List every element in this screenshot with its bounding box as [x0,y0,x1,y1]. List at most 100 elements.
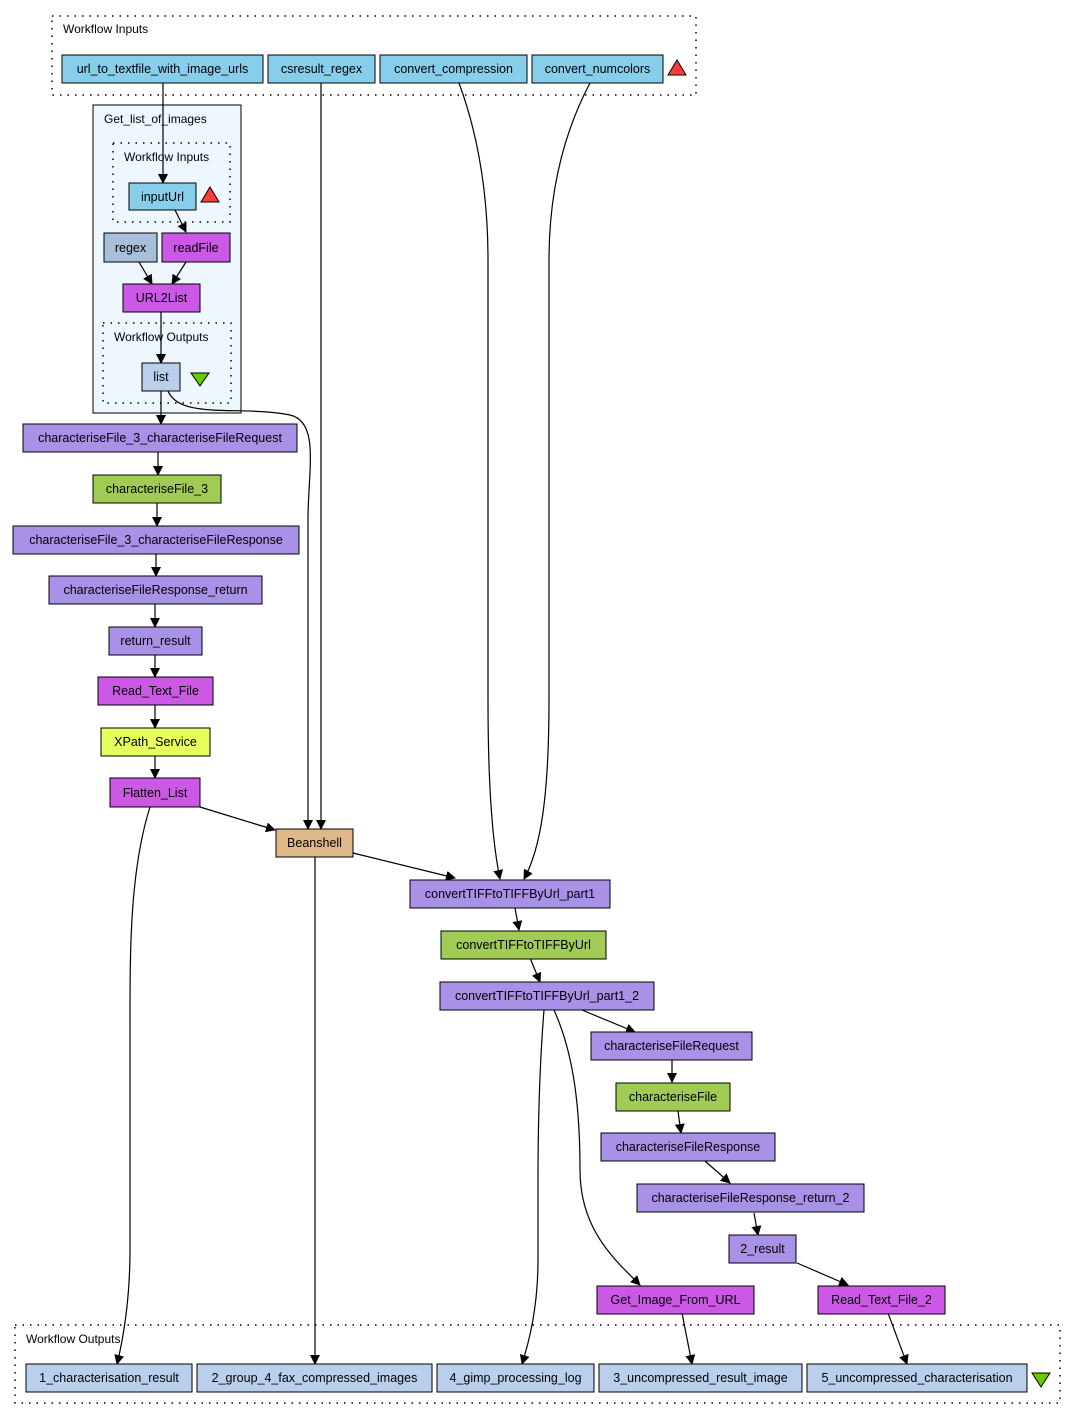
node-label: 1_characterisation_result [39,1371,179,1385]
node-label: list [153,370,169,384]
edge-readfile-to-url2list [171,261,187,285]
node-cf3[interactable]: characteriseFile_3 [92,474,222,504]
node-label: characteriseFileResponse [616,1140,761,1154]
node-out-1-characterisation-result[interactable]: 1_characterisation_result [25,1363,193,1393]
node-label: 2_result [740,1242,785,1256]
node-xpath-service[interactable]: XPath_Service [100,727,211,757]
node-convert-part1[interactable]: convertTIFFtoTIFFByUrl_part1 [409,879,611,909]
edge-inputurl-to-readfile [174,209,187,233]
nested-output-marker-triangle-icon [190,372,210,387]
edge-2result-to-readtextfile2 [796,1262,849,1287]
node-label: characteriseFile_3_characteriseFileRespo… [29,533,283,547]
input-marker-triangle-icon [667,59,687,76]
edge-getimage-to-out3 [681,1312,696,1365]
edge-cfresponse-to-return2 [704,1160,731,1184]
node-label: 4_gimp_processing_log [449,1371,581,1385]
node-label: url_to_textfile_with_image_urls [77,62,249,76]
node-label: regex [115,241,147,255]
nested-input-marker-triangle-icon [200,186,220,203]
node-label: Read_Text_File [112,684,199,698]
edge-part1_2-to-out4 [519,1009,545,1365]
node-label: inputUrl [141,190,184,204]
node-url-to-textfile[interactable]: url_to_textfile_with_image_urls [61,54,264,84]
node-regex[interactable]: regex [103,232,158,263]
node-label: return_result [120,634,191,648]
edge-part1_2-to-getimage [553,1009,641,1286]
cluster-label-nested-inputs: Workflow Inputs [124,150,209,164]
nodes: url_to_textfile_with_image_urls csresult… [12,54,1051,1393]
node-readfile[interactable]: readFile [161,232,231,263]
node-convert-numcolors[interactable]: convert_numcolors [531,54,664,84]
node-label: XPath_Service [114,735,197,749]
node-label: Read_Text_File_2 [831,1293,932,1307]
node-cf-response[interactable]: characteriseFileResponse [600,1132,776,1162]
node-url2list[interactable]: URL2List [122,283,201,313]
node-label: 5_uncompressed_characterisation [821,1371,1012,1385]
edges [114,82,909,1365]
edge-conv-to-part1_2 [529,957,542,983]
edge-regex-to-url2list [138,261,153,285]
edge-compression-to-part1 [458,82,504,880]
edge-part1-to-conv [512,907,523,931]
node-label: characteriseFile_3_characteriseFileReque… [38,431,282,445]
node-get-image-from-url[interactable]: Get_Image_From_URL [596,1285,755,1315]
node-label: Flatten_List [123,786,188,800]
node-out-3-uncompressed-image[interactable]: 3_uncompressed_result_image [598,1363,803,1393]
edge-return2-to-2result [751,1212,762,1236]
cluster-label-workflow-inputs: Workflow Inputs [63,22,148,36]
edge-flatten-to-beanshell [199,806,276,833]
edge-beanshell-to-part1 [352,852,456,881]
edge-cf-to-cfresponse [674,1110,685,1134]
node-label: convertTIFFtoTIFFByUrl_part1_2 [455,989,639,1003]
node-cf3-response[interactable]: characteriseFile_3_characteriseFileRespo… [12,525,300,555]
node-cf-response-return[interactable]: characteriseFileResponse_return [48,575,263,605]
node-cf[interactable]: characteriseFile [615,1082,731,1112]
node-label: Get_Image_From_URL [611,1293,741,1307]
node-label: csresult_regex [281,62,363,76]
node-label: URL2List [136,291,188,305]
node-list[interactable]: list [141,362,181,392]
edge-part1_2-to-cfrequest [581,1009,636,1034]
node-label: characteriseFileResponse_return_2 [651,1191,849,1205]
node-label: characteriseFile_3 [106,482,208,496]
node-label: characteriseFileRequest [604,1039,739,1053]
node-label: convert_numcolors [545,62,651,76]
node-label: convert_compression [394,62,513,76]
node-convert-tiff[interactable]: convertTIFFtoTIFFByUrl [440,930,607,960]
node-label: convertTIFFtoTIFFByUrl [456,938,591,952]
node-cf-response-return-2[interactable]: characteriseFileResponse_return_2 [636,1183,865,1213]
node-label: characteriseFileResponse_return [63,583,247,597]
node-read-text-file[interactable]: Read_Text_File [97,676,214,706]
node-inputurl[interactable]: inputUrl [128,182,197,211]
node-2-result[interactable]: 2_result [728,1234,797,1264]
node-cf-request[interactable]: characteriseFileRequest [590,1031,753,1061]
node-out-2-group-4-fax[interactable]: 2_group_4_fax_compressed_images [196,1363,433,1393]
node-read-text-file-2[interactable]: Read_Text_File_2 [817,1285,946,1315]
output-marker-triangle-icon [1031,1372,1051,1388]
edge-list-to-beanshell [167,390,313,830]
node-convert-part1-2[interactable]: convertTIFFtoTIFFByUrl_part1_2 [439,981,655,1011]
cluster-nested-workflow-inputs: Workflow Inputs [112,142,231,223]
node-beanshell[interactable]: Beanshell [275,828,354,858]
node-label: readFile [173,241,218,255]
node-label: 2_group_4_fax_compressed_images [212,1371,418,1385]
cluster-workflow-outputs: Workflow Outputs [14,1324,1061,1404]
node-cf3-request[interactable]: characteriseFile_3_characteriseFileReque… [22,423,298,453]
node-csresult-regex[interactable]: csresult_regex [267,54,376,84]
cluster-label-get-list-of-images: Get_list_of_images [104,112,207,126]
node-out-5-uncompressed-characterisation[interactable]: 5_uncompressed_characterisation [806,1363,1028,1393]
node-label: convertTIFFtoTIFFByUrl_part1 [425,887,595,901]
edge-numcolors-to-part1 [523,82,591,880]
node-label: 3_uncompressed_result_image [613,1371,787,1385]
edge-readtextfile2-to-out5 [887,1312,909,1365]
node-convert-compression[interactable]: convert_compression [379,54,528,84]
cluster-workflow-inputs: Workflow Inputs [51,15,697,96]
node-flatten-list[interactable]: Flatten_List [109,777,201,808]
node-out-4-gimp-log[interactable]: 4_gimp_processing_log [436,1363,595,1393]
node-label: Beanshell [287,836,342,850]
node-return-result[interactable]: return_result [108,626,203,656]
cluster-label-workflow-outputs: Workflow Outputs [26,1332,120,1346]
node-label: characteriseFile [629,1090,717,1104]
edge-flatten-to-out1 [114,806,151,1365]
